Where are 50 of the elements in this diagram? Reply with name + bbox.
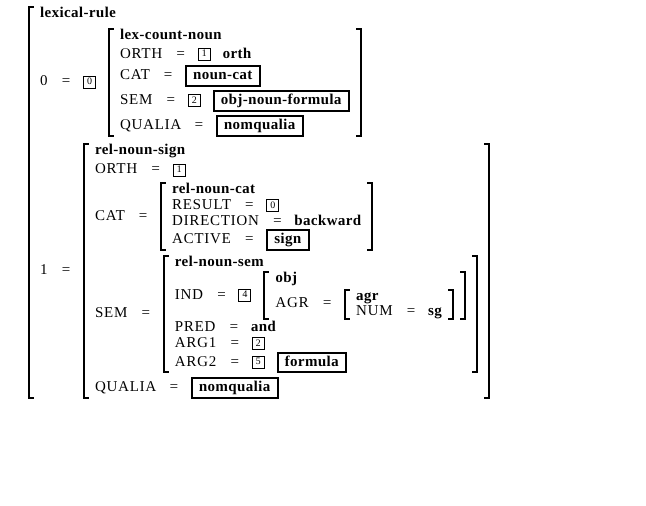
feature-label: CAT =: [120, 68, 173, 84]
type-name: rel-noun-sem: [174, 255, 266, 271]
feature-label: IND =: [174, 288, 226, 304]
value-text: backward: [294, 214, 362, 230]
feature-label: DIRECTION =: [172, 214, 282, 230]
feature-label: ORTH =: [120, 46, 186, 62]
type-name: obj: [275, 270, 298, 286]
coindex-tag: 0: [82, 76, 96, 89]
feature-label: ARG2 =: [174, 354, 240, 370]
coindex-tag: 1: [198, 48, 211, 61]
attribute-value-matrix: [344, 288, 454, 320]
type-name: lexical-rule: [40, 6, 118, 22]
boxed-type: noun-cat: [185, 65, 261, 87]
boxed-type: obj-noun-formula: [212, 90, 350, 112]
feature-label: RESULT =: [172, 198, 254, 214]
value-text: and: [250, 320, 276, 336]
attribute-value-matrix: [108, 28, 362, 136]
type-name: rel-noun-cat: [172, 182, 256, 198]
attribute-value-matrix: [162, 255, 478, 374]
feature-label: SEM =: [120, 93, 176, 109]
boxed-type: nomqualia: [216, 114, 304, 136]
feature-label: QUALIA =: [94, 380, 179, 396]
boxed-type: sign: [266, 229, 310, 251]
feature-label: 1 =: [40, 262, 71, 279]
feature-label: QUALIA =: [120, 118, 204, 134]
feature-label: ORTH =: [94, 162, 161, 178]
value-text: sg: [428, 304, 442, 320]
type-name: agr: [356, 288, 380, 304]
feature-label: SEM =: [94, 306, 151, 322]
coindex-tag: 0: [266, 199, 280, 212]
coindex-tag: 5: [252, 356, 265, 369]
feature-label: ACTIVE =: [172, 232, 254, 248]
boxed-type: formula: [276, 352, 347, 374]
type-name: lex-count-noun: [120, 28, 223, 44]
attribute-value-matrix: [160, 182, 374, 251]
type-name: rel-noun-sign: [94, 142, 186, 158]
boxed-type: nomqualia: [190, 377, 279, 399]
coindex-tag: 4: [238, 288, 252, 302]
attribute-value-matrix: [82, 142, 490, 399]
coindex-tag: 2: [252, 337, 265, 350]
attribute-value-matrix: [263, 270, 466, 320]
feature-label: PRED =: [174, 320, 239, 336]
feature-label: AGR =: [275, 296, 332, 312]
feature-label: 0 =: [40, 74, 71, 90]
coindex-tag: 2: [188, 94, 201, 108]
coindex-tag: 1: [172, 164, 186, 177]
feature-label: ARG1 =: [174, 336, 240, 352]
feature-label: CAT =: [94, 208, 148, 224]
feature-label: NUM =: [356, 304, 416, 320]
value-text: orth: [222, 46, 252, 62]
